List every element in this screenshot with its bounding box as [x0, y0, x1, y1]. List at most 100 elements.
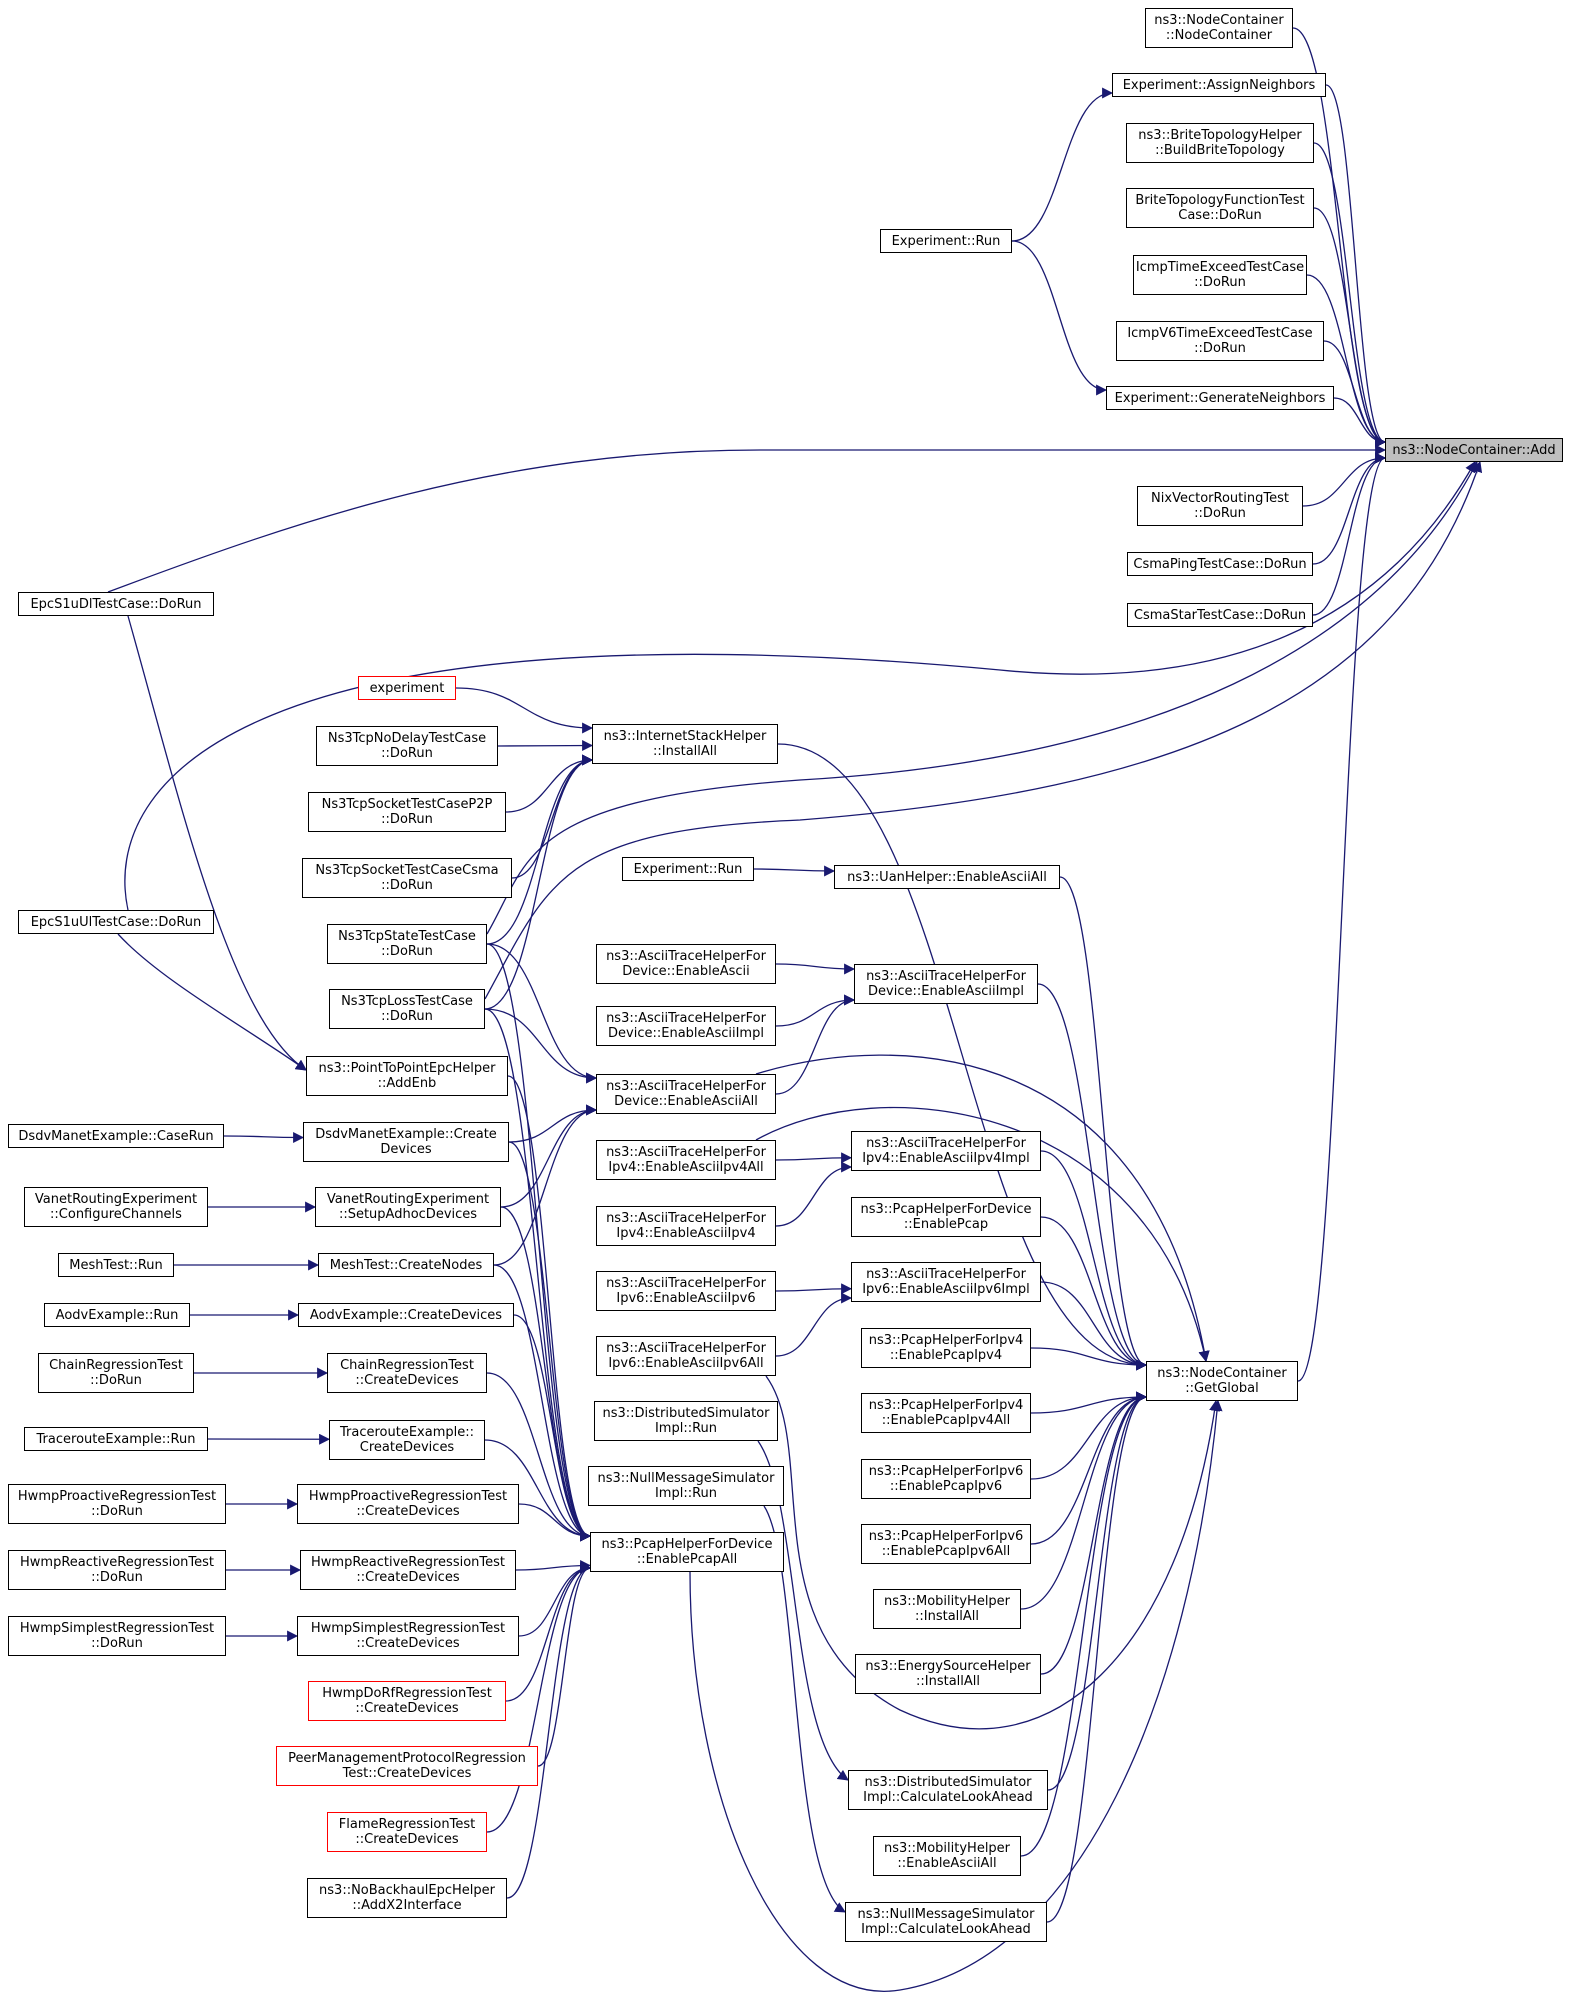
- node-tcp-sock-csma[interactable]: Ns3TcpSocketTestCaseCsma::DoRun: [302, 858, 512, 898]
- node-label: ::DoRun: [91, 1570, 143, 1585]
- node-label: DsdvManetExample::CaseRun: [18, 1129, 213, 1144]
- node-pcap4-all[interactable]: ns3::PcapHelperForIpv4::EnablePcapIpv4Al…: [861, 1393, 1031, 1433]
- node-csma-star[interactable]: CsmaStarTestCase::DoRun: [1127, 603, 1313, 627]
- node-tcp-state[interactable]: Ns3TcpStateTestCase::DoRun: [327, 924, 487, 964]
- node-exp-run-mid[interactable]: Experiment::Run: [622, 857, 754, 881]
- node-pcap6-all[interactable]: ns3::PcapHelperForIpv6::EnablePcapIpv6Al…: [861, 1524, 1031, 1564]
- edge-ati4-all-to-ati4-impl: [776, 1158, 851, 1160]
- node-hwmp-re-run[interactable]: HwmpReactiveRegressionTest::DoRun: [8, 1550, 226, 1590]
- node-experiment[interactable]: experiment: [358, 676, 456, 700]
- node-label: ns3::PointToPointEpcHelper: [319, 1061, 496, 1076]
- node-hwmp-si-create[interactable]: HwmpSimplestRegressionTest::CreateDevice…: [297, 1616, 519, 1656]
- node-dsdv-caserun[interactable]: DsdvManetExample::CaseRun: [8, 1124, 224, 1148]
- node-mob-install[interactable]: ns3::MobilityHelper::InstallAll: [873, 1589, 1021, 1629]
- node-hwmp-pro-run[interactable]: HwmpProactiveRegressionTest::DoRun: [8, 1484, 226, 1524]
- node-label: ns3::PcapHelperForDevice: [861, 1202, 1032, 1217]
- node-flame[interactable]: FlameRegressionTest::CreateDevices: [327, 1812, 487, 1852]
- node-label: ::CreateDevices: [356, 1504, 459, 1519]
- node-label: AodvExample::Run: [56, 1308, 179, 1323]
- node-chain-run[interactable]: ChainRegressionTest::DoRun: [38, 1353, 194, 1393]
- node-tcp-loss[interactable]: Ns3TcpLossTestCase::DoRun: [329, 989, 485, 1029]
- node-label: ::GetGlobal: [1185, 1381, 1258, 1396]
- node-tcp-nodelay[interactable]: Ns3TcpNoDelayTestCase::DoRun: [316, 726, 498, 766]
- node-hwmp-si-run[interactable]: HwmpSimplestRegressionTest::DoRun: [8, 1616, 226, 1656]
- node-label: PeerManagementProtocolRegression: [288, 1751, 526, 1766]
- node-vanet-setup[interactable]: VanetRoutingExperiment::SetupAdhocDevice…: [315, 1187, 501, 1227]
- node-chain-create[interactable]: ChainRegressionTest::CreateDevices: [327, 1353, 487, 1393]
- node-tracert-create[interactable]: TracerouteExample::CreateDevices: [329, 1420, 485, 1460]
- node-exp-gen[interactable]: Experiment::GenerateNeighbors: [1106, 386, 1334, 410]
- node-pcap6[interactable]: ns3::PcapHelperForIpv6::EnablePcapIpv6: [861, 1459, 1031, 1499]
- node-pcap-dev[interactable]: ns3::PcapHelperForDevice::EnablePcap: [851, 1197, 1041, 1237]
- node-hwmp-re-create[interactable]: HwmpReactiveRegressionTest::CreateDevice…: [300, 1550, 516, 1590]
- node-label: Ns3TcpStateTestCase: [338, 929, 476, 944]
- node-label: VanetRoutingExperiment: [327, 1192, 489, 1207]
- node-label: ::AddEnb: [378, 1076, 437, 1091]
- node-label: Experiment::Run: [892, 234, 1001, 249]
- node-label: ::EnablePcapAll: [637, 1552, 737, 1567]
- node-tracert-run[interactable]: TracerouteExample::Run: [24, 1427, 208, 1451]
- node-nobackhaul[interactable]: ns3::NoBackhaulEpcHelper::AddX2Interface: [307, 1878, 507, 1918]
- node-label: ns3::NodeContainer::Add: [1392, 443, 1555, 458]
- node-nc-ctor[interactable]: ns3::NodeContainer::NodeContainer: [1145, 8, 1293, 48]
- node-mob-ascii[interactable]: ns3::MobilityHelper::EnableAsciiAll: [873, 1836, 1021, 1876]
- node-energy-install[interactable]: ns3::EnergySourceHelper::InstallAll: [855, 1654, 1041, 1694]
- node-label: ::InstallAll: [915, 1609, 979, 1624]
- node-hwmp-pro-create[interactable]: HwmpProactiveRegressionTest::CreateDevic…: [297, 1484, 519, 1524]
- node-label: ns3::AsciiTraceHelperFor: [866, 1267, 1026, 1282]
- node-label: ns3::AsciiTraceHelperFor: [606, 1276, 766, 1291]
- node-icmpv6-tec[interactable]: IcmpV6TimeExceedTestCase::DoRun: [1116, 321, 1324, 361]
- node-label: ::DoRun: [381, 1009, 433, 1024]
- node-label: ns3::NodeContainer: [1157, 1366, 1287, 1381]
- node-uan-ascii[interactable]: ns3::UanHelper::EnableAsciiAll: [834, 865, 1060, 889]
- node-label: VanetRoutingExperiment: [35, 1192, 197, 1207]
- node-exp-run-top[interactable]: Experiment::Run: [880, 229, 1012, 253]
- node-csma-ping[interactable]: CsmaPingTestCase::DoRun: [1127, 552, 1313, 576]
- node-brite-build[interactable]: ns3::BriteTopologyHelper::BuildBriteTopo…: [1126, 123, 1314, 163]
- node-epc-ul[interactable]: EpcS1uUlTestCase::DoRun: [18, 910, 214, 934]
- node-label: ns3::NullMessageSimulator: [598, 1471, 775, 1486]
- node-label: Ns3TcpNoDelayTestCase: [328, 731, 486, 746]
- node-tcp-sock-p2p[interactable]: Ns3TcpSocketTestCaseP2P::DoRun: [308, 792, 506, 832]
- node-label: CsmaStarTestCase::DoRun: [1134, 608, 1306, 623]
- edge-nobackhaul-to-pcap-all: [507, 1568, 590, 1898]
- node-label: ns3::AsciiTraceHelperFor: [606, 1341, 766, 1356]
- node-ptp-epc[interactable]: ns3::PointToPointEpcHelper::AddEnb: [306, 1056, 508, 1096]
- node-label: Ns3TcpSocketTestCaseP2P: [322, 797, 493, 812]
- node-mesh-run[interactable]: MeshTest::Run: [58, 1253, 174, 1277]
- node-vanet-cfg[interactable]: VanetRoutingExperiment::ConfigureChannel…: [24, 1187, 208, 1227]
- node-aodv-create[interactable]: AodvExample::CreateDevices: [298, 1303, 514, 1327]
- node-pcap4[interactable]: ns3::PcapHelperForIpv4::EnablePcapIpv4: [861, 1328, 1031, 1368]
- node-epc-dl[interactable]: EpcS1uDlTestCase::DoRun: [18, 592, 214, 616]
- node-mesh-create[interactable]: MeshTest::CreateNodes: [318, 1253, 494, 1277]
- edge-hwmp-re-create-to-pcap-all: [516, 1566, 590, 1571]
- edge-vanet-setup-to-atd-ascii-all: [501, 1110, 596, 1207]
- node-icmp-tec[interactable]: IcmpTimeExceedTestCase::DoRun: [1133, 255, 1307, 295]
- node-nix-test[interactable]: NixVectorRoutingTest::DoRun: [1137, 486, 1303, 526]
- node-hwmp-dorf[interactable]: HwmpDoRfRegressionTest::CreateDevices: [308, 1681, 506, 1721]
- node-inet-install[interactable]: ns3::InternetStackHelper::InstallAll: [592, 724, 778, 764]
- node-pcap-all[interactable]: ns3::PcapHelperForDevice::EnablePcapAll: [590, 1532, 784, 1572]
- edge-mesh-create-to-atd-ascii-all: [494, 1110, 596, 1265]
- node-label: ::BuildBriteTopology: [1155, 143, 1285, 158]
- node-get-global[interactable]: ns3::NodeContainer::GetGlobal: [1146, 1361, 1298, 1401]
- node-exp-assign[interactable]: Experiment::AssignNeighbors: [1112, 73, 1326, 97]
- node-aodv-run[interactable]: AodvExample::Run: [44, 1303, 190, 1327]
